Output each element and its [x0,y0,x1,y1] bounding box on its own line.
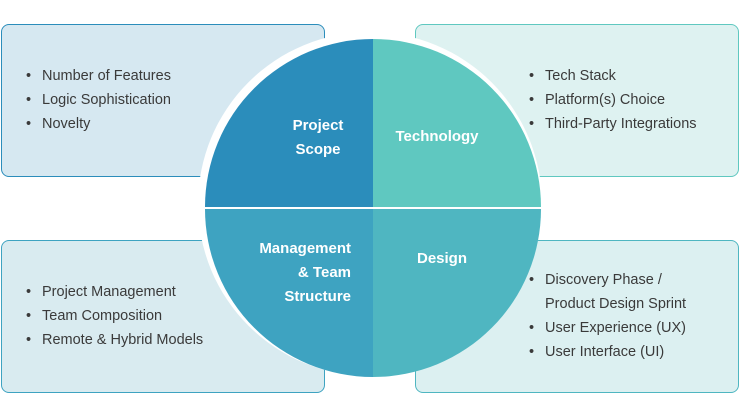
title-line: Management [259,240,351,257]
list-item: Team Composition [24,304,203,328]
list-item: Novelty [24,112,171,136]
quadrant-title: Project Scope [293,114,344,162]
list-item: Third-Party Integrations [527,112,697,136]
list-item: Discovery Phase / [527,268,686,292]
title-line: Project [292,117,344,134]
quadrant-management-team-structure: Management & Team Structure [205,209,373,377]
list-item: Tech Stack [527,64,697,88]
list-item: Platform(s) Choice [527,88,697,112]
title-line: Design [416,250,467,267]
title-line: Technology [395,128,479,145]
list-item: Project Management [24,280,203,304]
list-item: User Interface (UI) [527,340,686,364]
technology-list: Tech Stack Platform(s) Choice Third-Part… [527,64,697,136]
list-item: User Experience (UX) [527,316,686,340]
title-line: & Team [297,264,351,281]
list-item: Number of Features [24,64,171,88]
design-list: Discovery Phase / Product Design Sprint … [527,268,686,364]
list-item-continuation: Product Design Sprint [527,292,686,316]
project-scope-list: Number of Features Logic Sophistication … [24,64,171,136]
title-line: Structure [284,288,351,305]
quadrant-title: Technology [395,125,478,149]
title-line: Scope [295,141,341,158]
list-item: Logic Sophistication [24,88,171,112]
list-item-text: Product Design Sprint [545,296,687,312]
quadrant-title: Design [417,247,467,271]
management-list: Project Management Team Composition Remo… [24,280,203,352]
quadrant-title: Management & Team Structure [259,237,351,309]
list-item: Remote & Hybrid Models [24,328,203,352]
